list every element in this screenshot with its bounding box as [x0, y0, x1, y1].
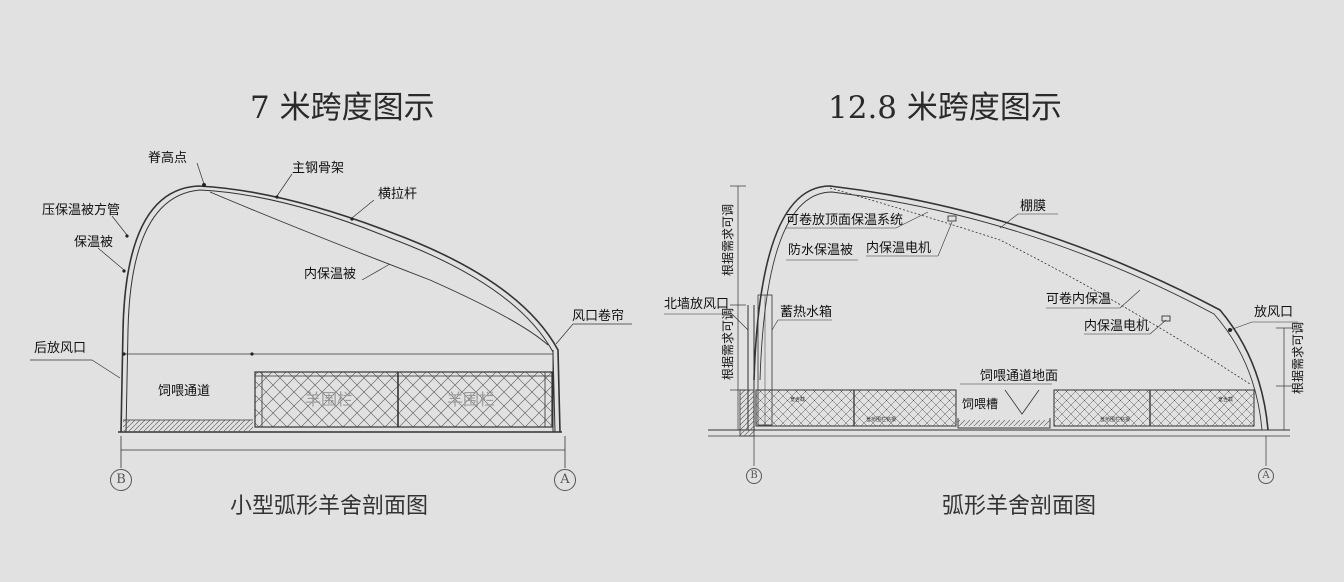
label-vent: 放风口 [1254, 305, 1294, 320]
label-vent-roll: 风口卷帘 [572, 309, 625, 324]
label-inner-quilt: 内保温被 [304, 267, 357, 282]
right-title: 12.8 米跨度图示 [828, 90, 1062, 126]
label-pen-2: 羊围栏 [447, 390, 496, 409]
axis-a-right: A [1258, 468, 1274, 484]
axis-b-left: B [110, 469, 132, 491]
label-motor-1: 内保温电机 [866, 241, 932, 256]
label-main-steel: 主钢骨架 [292, 161, 345, 176]
left-title: 7 米跨度图示 [250, 90, 435, 126]
right-caption: 弧形羊舍剖面图 [942, 494, 1097, 519]
label-feed-aisle: 饲喂通道 [158, 384, 211, 399]
label-rear-vent: 后放风口 [34, 341, 87, 356]
label-feed-floor: 饲喂通道地面 [980, 369, 1059, 384]
right-section [664, 185, 1298, 466]
tiny-label-3: 羞桥围栏铭报 [1100, 417, 1131, 423]
label-water-tank: 蓄热水箱 [780, 305, 833, 320]
label-north-vent: 北墙放风口 [664, 297, 730, 312]
label-film: 棚膜 [1020, 199, 1047, 214]
left-caption: 小型弧形羊舍剖面图 [230, 494, 429, 519]
label-adjust-1: 根据需求可调 [721, 203, 735, 276]
label-adjust-3: 根据需求可调 [1291, 321, 1305, 394]
label-trough: 饲喂槽 [962, 397, 999, 411]
label-quilt: 保温被 [74, 235, 114, 250]
label-motor-2: 内保温电机 [1084, 319, 1150, 334]
tiny-label-4: 宽含截 [1218, 397, 1234, 403]
axis-b-right: B [746, 468, 762, 484]
tiny-label-1: 宽含截 [790, 397, 806, 403]
label-pen-1: 羊围栏 [305, 390, 354, 409]
label-press-tube: 压保温被方管 [42, 203, 121, 218]
label-roll-inner: 可卷内保温 [1046, 292, 1112, 307]
left-section [30, 162, 632, 468]
axis-a-left: A [554, 469, 576, 491]
tiny-label-2: 羞桥围栏铭报 [866, 417, 897, 423]
label-roll-top: 可卷放顶面保温系统 [786, 213, 904, 228]
label-adjust-2: 根据需求可调 [721, 307, 735, 380]
label-ridge: 脊高点 [148, 151, 188, 166]
label-waterproof: 防水保温被 [788, 243, 854, 258]
label-tie-rod: 横拉杆 [378, 187, 418, 202]
